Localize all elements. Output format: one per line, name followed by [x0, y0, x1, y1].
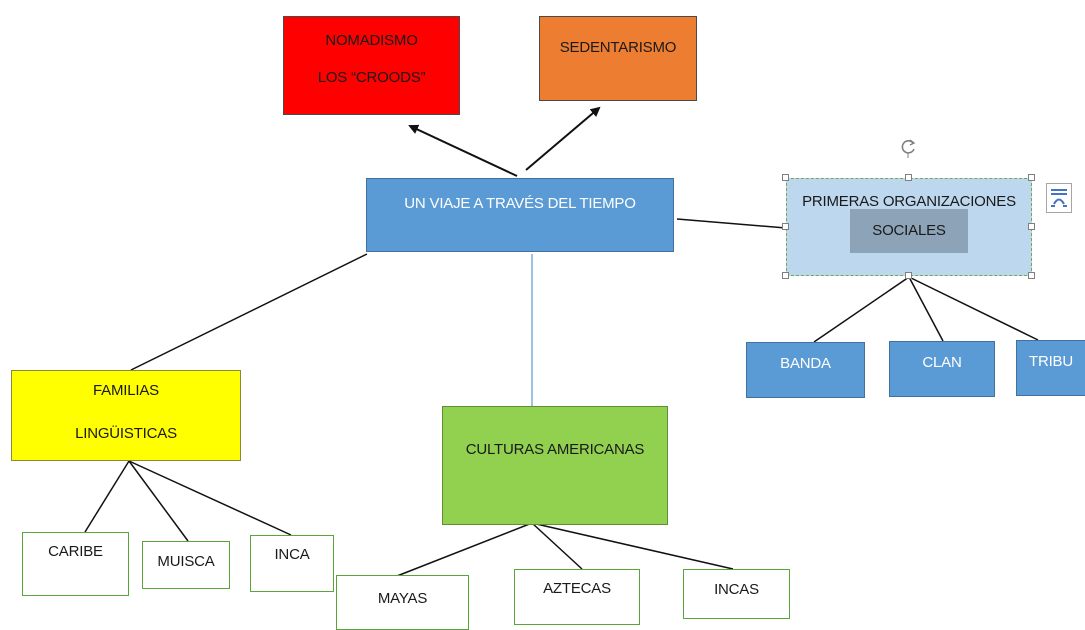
node-inca-label: INCA	[274, 546, 310, 563]
node-culturas-label: CULTURAS AMERICANAS	[465, 441, 645, 458]
line-to-incas	[531, 522, 734, 570]
arrow-to-sedentarismo	[525, 106, 601, 171]
node-aztecas-label: AZTECAS	[543, 580, 611, 597]
resize-handle-middle-right[interactable]	[1028, 223, 1035, 230]
node-incas-label: INCAS	[714, 581, 759, 598]
node-main-topic[interactable]: UN VIAJE A TRAVÉS DEL TIEMPO	[366, 178, 674, 252]
resize-handle-top-middle[interactable]	[905, 174, 912, 181]
node-muisca-label: MUISCA	[157, 553, 215, 570]
line-to-clan	[908, 276, 944, 342]
resize-handle-bottom-right[interactable]	[1028, 272, 1035, 279]
resize-handle-bottom-left[interactable]	[782, 272, 789, 279]
node-familias-line2: LINGÜISTICAS	[75, 425, 177, 442]
node-inca[interactable]: INCA	[250, 535, 334, 592]
line-to-inca	[128, 460, 292, 536]
node-tribu[interactable]: TRIBU	[1016, 340, 1085, 396]
line-to-muisca	[128, 460, 189, 542]
line-to-aztecas	[531, 522, 583, 570]
line-to-tribu	[908, 276, 1039, 341]
node-culturas-americanas[interactable]: CULTURAS AMERICANAS	[442, 406, 668, 525]
node-banda[interactable]: BANDA	[746, 342, 865, 398]
node-aztecas[interactable]: AZTECAS	[514, 569, 640, 625]
line-to-mayas	[396, 522, 533, 577]
node-primeras-line2-highlighted: SOCIALES	[850, 209, 968, 253]
node-mayas-label: MAYAS	[377, 590, 428, 607]
node-familias-line1: FAMILIAS	[93, 382, 159, 399]
line-to-familias	[130, 253, 368, 371]
resize-handle-top-left[interactable]	[782, 174, 789, 181]
node-nomadismo-line2: LOS “CROODS”	[317, 69, 426, 86]
node-sedentarismo[interactable]: SEDENTARISMO	[539, 16, 697, 101]
node-sedentarismo-label: SEDENTARISMO	[559, 39, 677, 56]
node-muisca[interactable]: MUISCA	[142, 541, 230, 589]
resize-handle-bottom-middle[interactable]	[905, 272, 912, 279]
node-familias-linguisticas[interactable]: FAMILIAS LINGÜISTICAS	[11, 370, 241, 461]
node-incas[interactable]: INCAS	[683, 569, 790, 619]
line-to-banda	[813, 276, 910, 343]
node-primeras-line1: PRIMERAS ORGANIZACIONES	[802, 193, 1016, 210]
node-banda-label: BANDA	[780, 355, 831, 372]
layout-options-icon[interactable]	[1046, 183, 1072, 213]
node-primeras-organizaciones-selected[interactable]: PRIMERAS ORGANIZACIONES SOCIALES	[786, 178, 1032, 276]
node-clan-label: CLAN	[922, 354, 962, 371]
arrow-to-nomadismo	[408, 124, 518, 177]
node-caribe[interactable]: CARIBE	[22, 532, 129, 596]
node-nomadismo[interactable]: NOMADISMO LOS “CROODS”	[283, 16, 460, 115]
resize-handle-middle-left[interactable]	[782, 223, 789, 230]
node-tribu-label: TRIBU	[1028, 353, 1073, 370]
resize-handle-top-right[interactable]	[1028, 174, 1035, 181]
line-to-primeras	[676, 218, 787, 229]
node-clan[interactable]: CLAN	[889, 341, 995, 397]
rotate-handle-icon[interactable]	[898, 136, 918, 158]
node-mayas[interactable]: MAYAS	[336, 575, 469, 630]
node-main-label: UN VIAJE A TRAVÉS DEL TIEMPO	[404, 195, 636, 212]
node-nomadismo-line1: NOMADISMO	[325, 32, 418, 49]
line-to-caribe	[84, 460, 130, 533]
node-caribe-label: CARIBE	[48, 543, 103, 560]
